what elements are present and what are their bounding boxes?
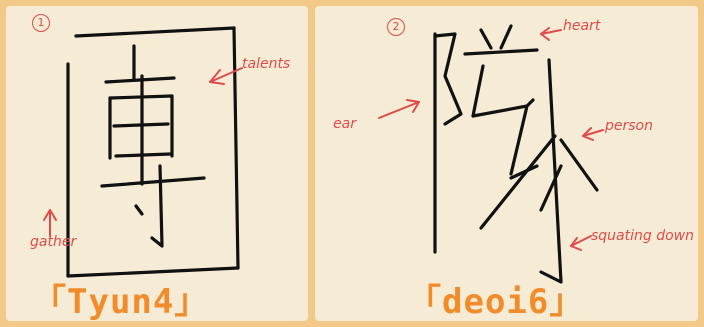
annotation-squatting-down: squating down (591, 228, 694, 244)
panel-tyun4: 1 (6, 6, 308, 321)
annotation-ear: ear (333, 116, 356, 132)
romanization-tyun4: 「Tyun4」 (32, 282, 210, 321)
annotation-heart: heart (563, 18, 601, 34)
annotation-gather: gather (30, 234, 77, 250)
annotation-talents: talents (242, 56, 291, 72)
panel-number-1: 1 (32, 14, 50, 32)
romanization-deoi6: 「deoi6」 (407, 282, 585, 321)
character-deoi-drawing (378, 24, 604, 284)
panel-deoi6: 2 (315, 6, 698, 321)
annotation-person: person (605, 118, 653, 134)
character-tyun-drawing (43, 26, 243, 278)
panel-number-2: 2 (387, 18, 405, 36)
